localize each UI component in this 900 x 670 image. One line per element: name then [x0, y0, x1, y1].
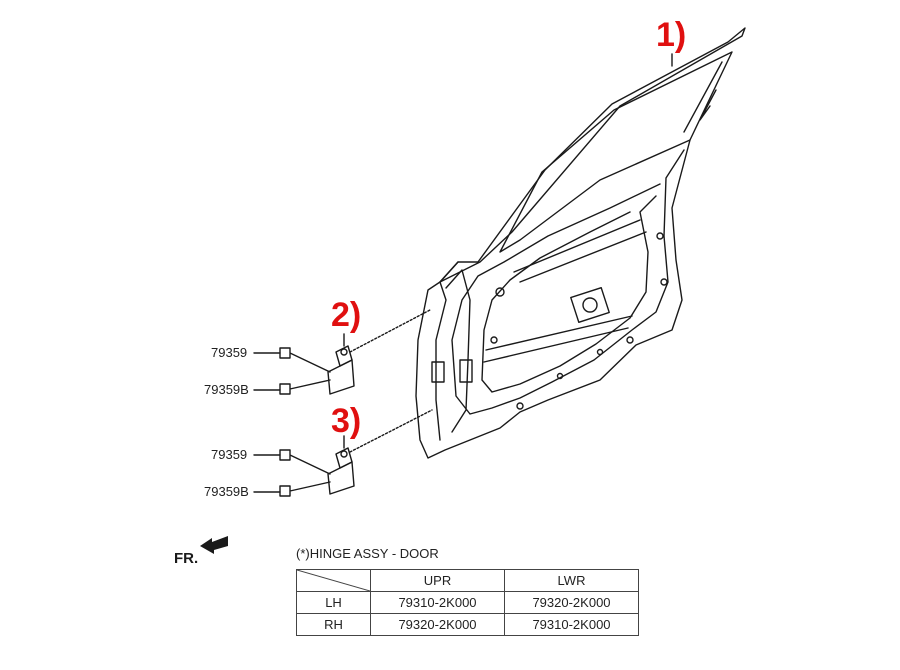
bolt-upper-a [279, 347, 331, 373]
speaker-housing [570, 286, 610, 324]
row-side-label: LH [296, 591, 371, 614]
table-header-row: UPR LWR [296, 569, 639, 592]
table-row: LH 79310-2K000 79320-2K000 [296, 591, 639, 614]
bolt-upper-b [279, 379, 331, 395]
part-label-lower-bolt: 79359 [211, 447, 248, 462]
part-number-cell: 79320-2K000 [370, 613, 505, 636]
door-window-frame-inner [499, 51, 733, 253]
column-header-lwr: LWR [504, 569, 639, 592]
hinge-table: UPR LWR LH 79310-2K000 79320-2K000 RH 79… [296, 569, 639, 636]
column-header-upr: UPR [370, 569, 505, 592]
bolt-lower-b [279, 481, 331, 497]
door-inner-panel [451, 149, 685, 415]
bolt-lower-a [279, 449, 331, 475]
part-label-upper-bolt-b: 79359B [204, 382, 249, 397]
hinge-table-title: (*)HINGE ASSY - DOOR [296, 546, 439, 561]
part-number-cell: 79310-2K000 [504, 613, 639, 636]
door-body-outer [415, 139, 691, 459]
callout-1: 1) [656, 16, 687, 54]
front-marker: FR. [174, 550, 199, 567]
part-label-upper-bolt: 79359 [211, 345, 248, 360]
table-corner-cell [296, 569, 371, 592]
callout-3: 3) [331, 402, 362, 440]
part-number-cell: 79310-2K000 [370, 591, 505, 614]
part-number-cell: 79320-2K000 [504, 591, 639, 614]
door-window-frame [439, 27, 746, 283]
table-row: RH 79320-2K000 79310-2K000 [296, 613, 639, 636]
door-inner-opening [481, 195, 657, 393]
part-label-lower-bolt-b: 79359B [204, 484, 249, 499]
front-arrow-icon [200, 536, 228, 554]
callout-2: 2) [331, 296, 362, 334]
row-side-label: RH [296, 613, 371, 636]
door-hinge-edge [435, 281, 447, 441]
